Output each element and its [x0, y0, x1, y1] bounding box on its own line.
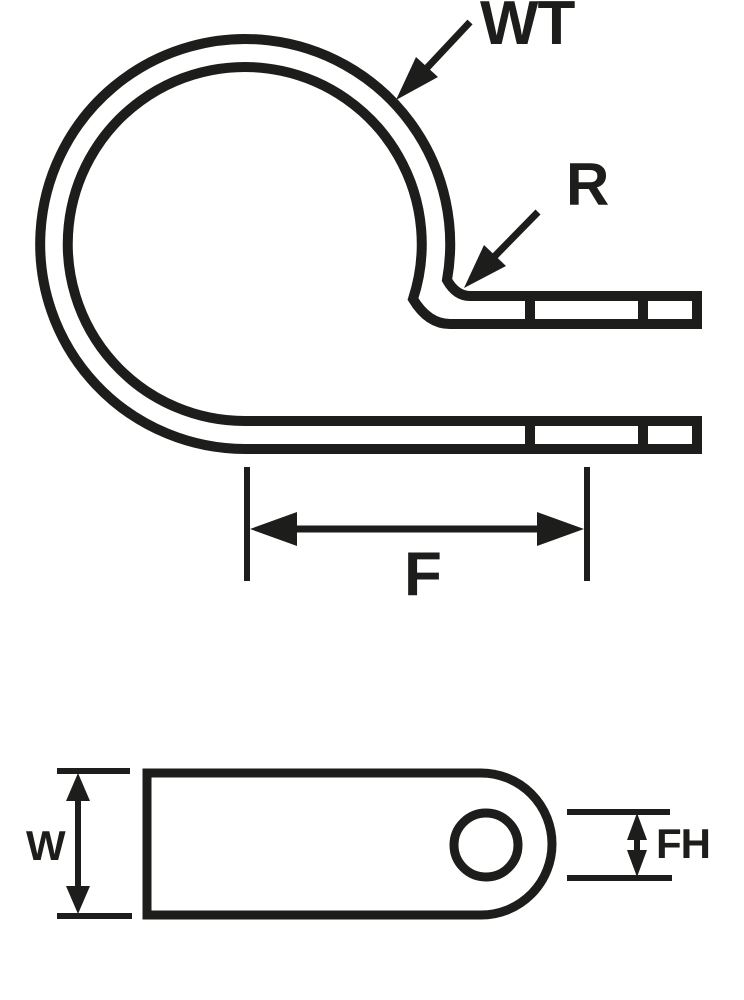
diagram-linework: [35, 19, 702, 920]
clamp-side-view-outline: [35, 34, 702, 454]
f-arrowhead-left: [250, 512, 297, 546]
label-wall-thickness: WT: [480, 0, 576, 58]
r-arrowhead: [464, 245, 506, 288]
fh-arrowhead-top: [627, 813, 647, 840]
label-flat-length: F: [404, 540, 441, 609]
fh-arrowhead-bottom: [627, 850, 647, 877]
clamp-top-view-outline: [142, 768, 557, 920]
w-arrowhead-top: [66, 773, 90, 801]
w-arrowhead-bottom: [66, 886, 90, 914]
f-arrowhead-right: [537, 512, 584, 546]
wt-leader-line: [422, 19, 473, 73]
fastener-hole-circle: [449, 808, 523, 882]
r-leader-line: [490, 209, 541, 261]
label-width: W: [26, 822, 66, 869]
label-fastener-hole: FH: [656, 820, 710, 867]
diagram-arrowheads: [66, 57, 647, 914]
diagram-labels: WT R F W FH: [26, 0, 711, 869]
wt-arrowhead: [396, 57, 438, 100]
label-bend-radius: R: [566, 151, 609, 218]
